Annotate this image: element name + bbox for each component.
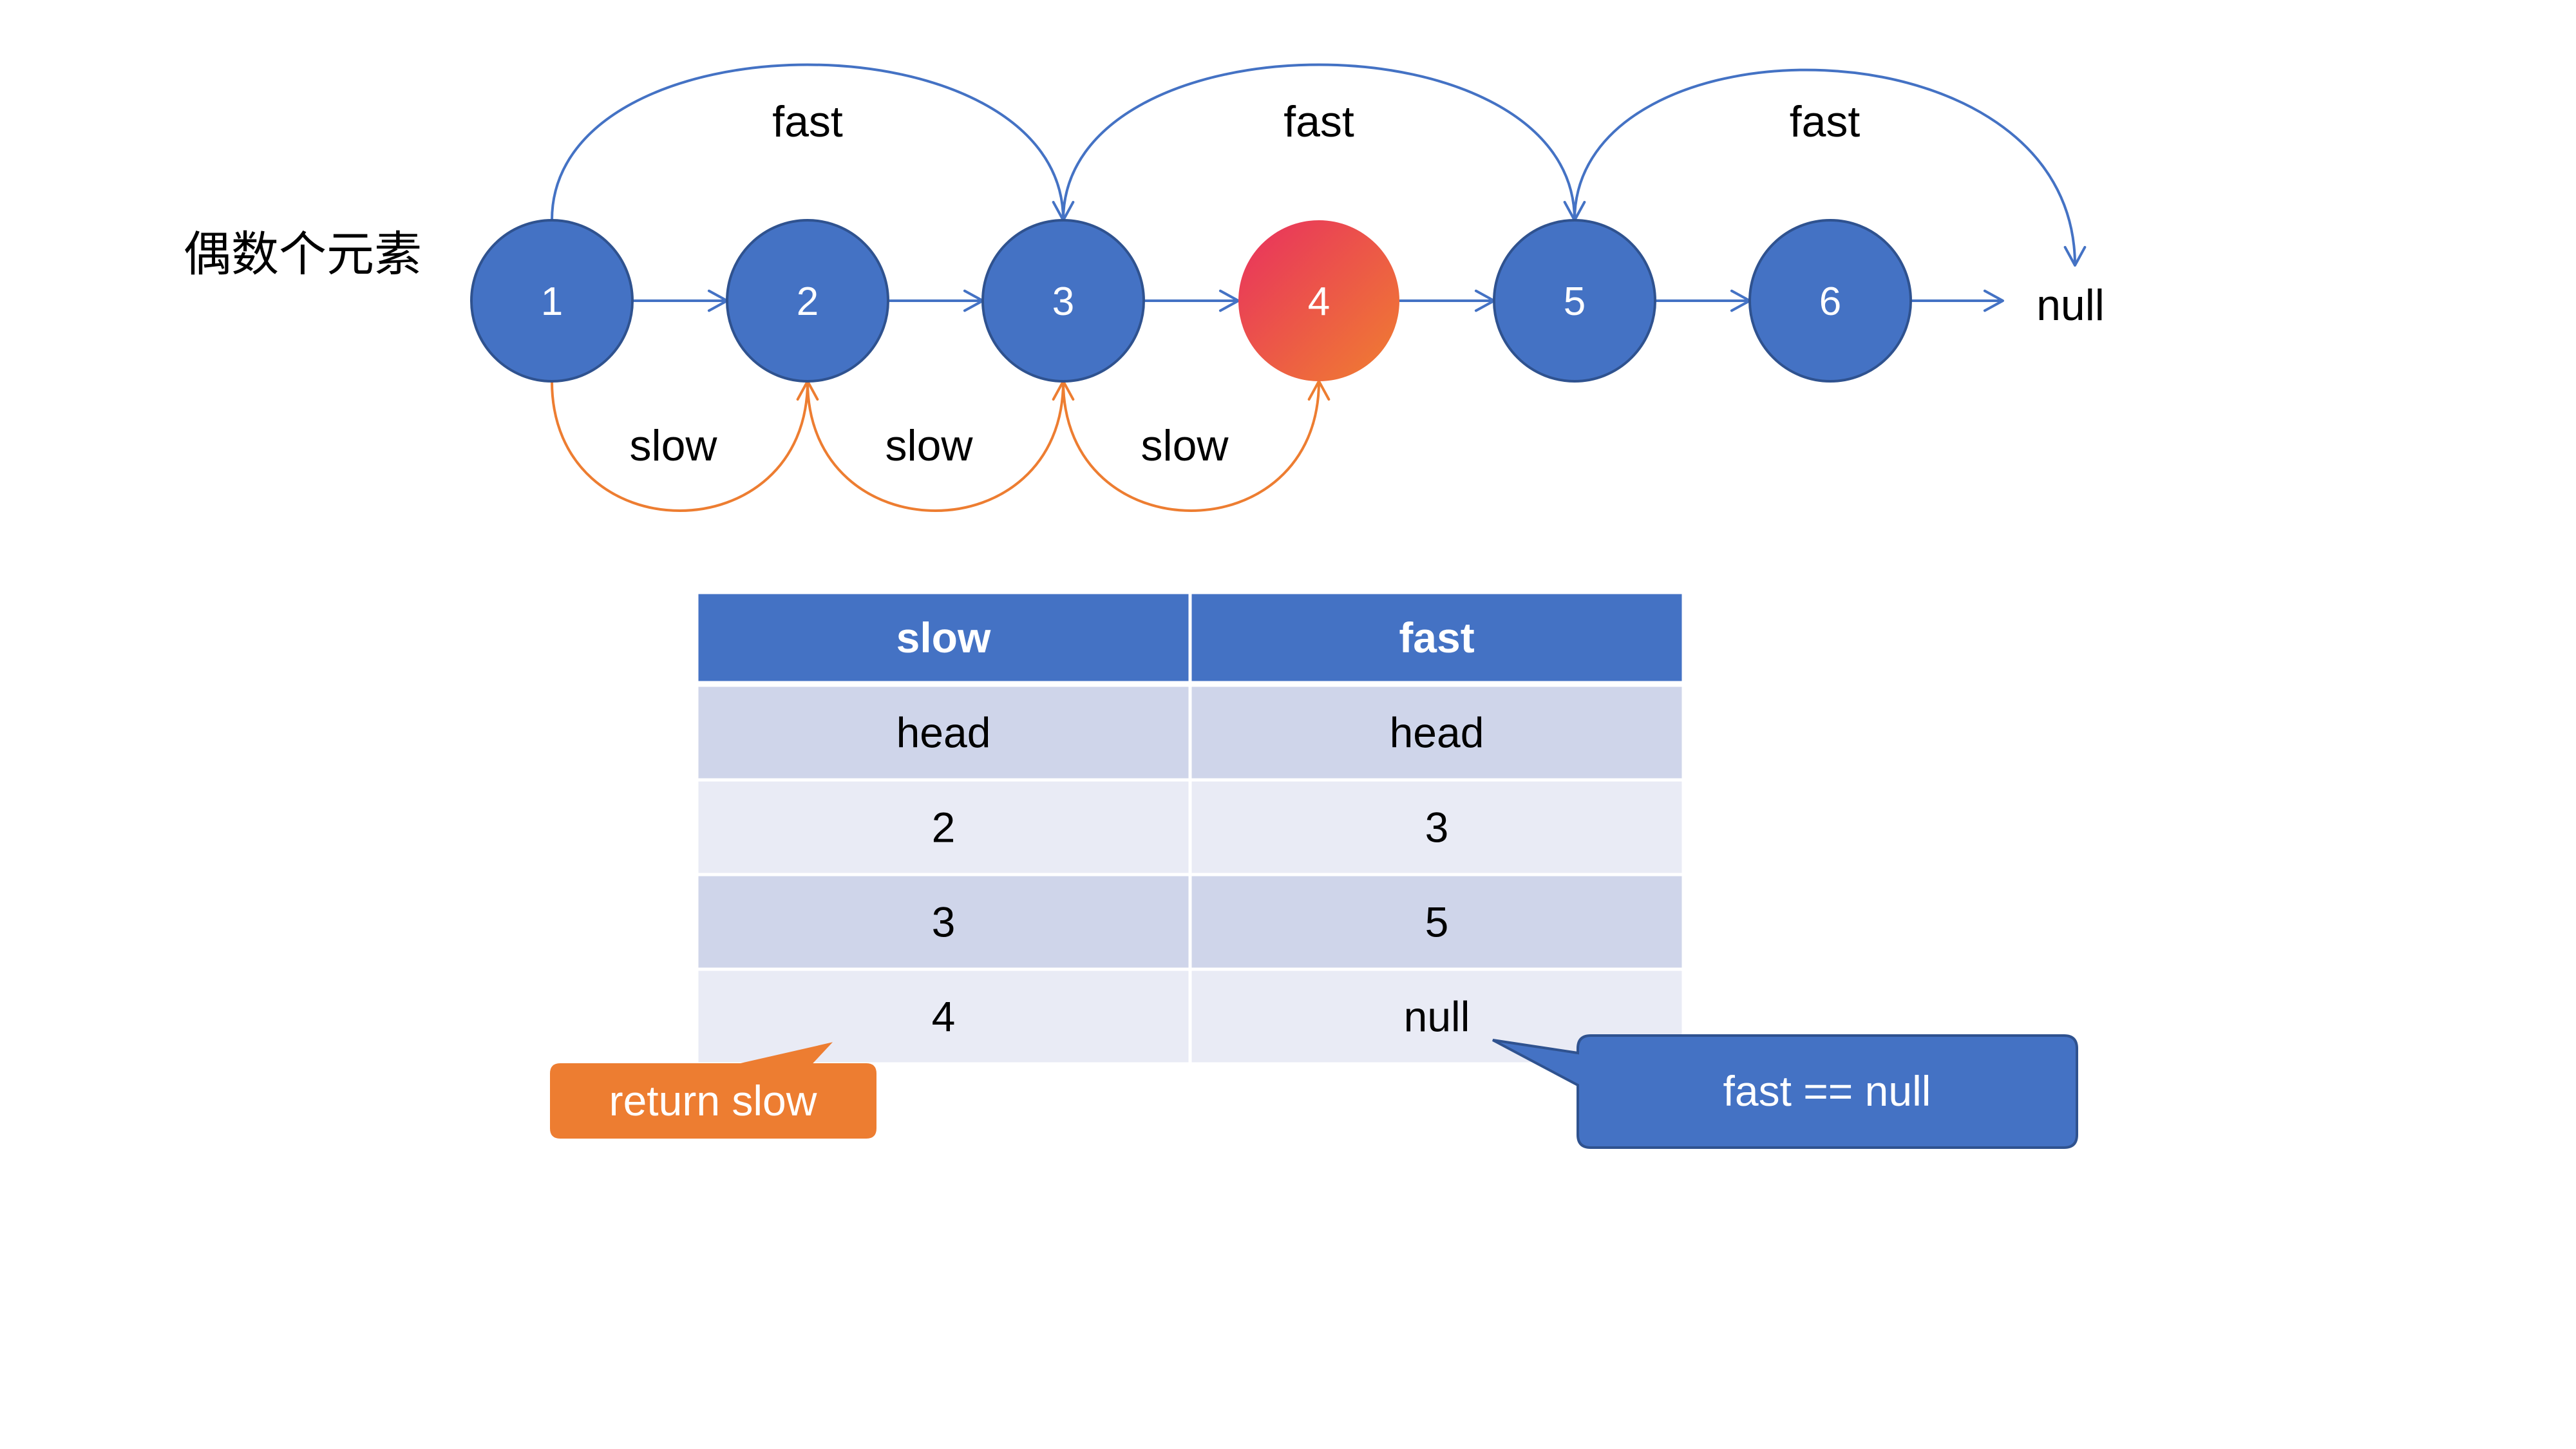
return-slow-callout-shape — [550, 1042, 876, 1139]
table-header-cell — [695, 591, 1192, 685]
node-circle — [1748, 219, 1912, 383]
list-node: 3 — [981, 219, 1145, 383]
node-label: 4 — [1308, 279, 1330, 324]
table-cell — [695, 873, 1192, 971]
slow-arc-label: slow — [629, 421, 717, 470]
table-header-cell — [1188, 591, 1685, 685]
diagram-caption: 偶数个元素 — [184, 227, 422, 282]
table-cell — [1188, 778, 1685, 876]
null-terminal: null — [2036, 281, 2105, 330]
table-cell-text: 5 — [1425, 898, 1449, 946]
node-circle — [470, 219, 634, 383]
table-header-text: fast — [1399, 614, 1474, 661]
list-node: 1 — [470, 219, 634, 383]
slow-arc-label: slow — [885, 421, 973, 470]
slow-arc — [806, 381, 1065, 512]
node-circle — [1493, 219, 1656, 383]
node-label: 1 — [541, 279, 563, 324]
node-label: 2 — [797, 279, 819, 324]
table-header-text: slow — [896, 614, 991, 661]
edge-layer: null — [632, 281, 2105, 330]
node-label: 6 — [1819, 279, 1841, 324]
node-circle — [726, 219, 889, 383]
slow-arc-label: slow — [1141, 421, 1229, 470]
table-cell-text: 3 — [932, 898, 956, 946]
return-slow-callout: return slow — [550, 1042, 876, 1139]
fast-arc-label: fast — [1283, 97, 1354, 146]
table-cell — [1188, 873, 1685, 971]
table-row: head head — [695, 683, 1685, 782]
node-layer: 1 2 3 4 5 6 — [470, 219, 1912, 383]
fast-arc-arrowhead — [2063, 245, 2087, 267]
table-header-row: slow fast — [695, 591, 1685, 685]
table-cell-text: 2 — [932, 804, 956, 851]
fast-null-callout: fast == null — [1492, 1034, 2078, 1149]
node-circle — [981, 219, 1145, 383]
list-node: 6 — [1748, 219, 1912, 383]
fast-arc — [1573, 68, 2076, 266]
table-cell-text: null — [1404, 993, 1470, 1041]
arc-layer: fast fast fast slow slow slow — [551, 63, 2087, 512]
list-node: 5 — [1493, 219, 1656, 383]
node-label: 3 — [1052, 279, 1074, 324]
fast-null-label: fast == null — [1723, 1067, 1931, 1115]
fast-arc-label: fast — [1790, 97, 1861, 146]
table-cell — [1188, 683, 1685, 782]
table-cell — [695, 967, 1192, 1066]
slow-arc — [1062, 381, 1320, 512]
list-node: 4 — [1238, 220, 1399, 381]
fast-null-callout-shape — [1492, 1034, 2078, 1149]
fast-arc — [1062, 63, 1576, 221]
return-slow-label: return slow — [609, 1077, 817, 1124]
table-cell-text: head — [896, 709, 991, 757]
middle-node-circle — [1238, 220, 1399, 381]
fast-arc — [551, 63, 1065, 221]
next-pointer-arrowhead — [1983, 289, 2004, 312]
table-cell-text: head — [1390, 709, 1484, 757]
table-row: 4 null — [695, 967, 1685, 1066]
table-cell-text: 3 — [1425, 804, 1449, 851]
node-label: 5 — [1564, 279, 1586, 324]
slow-arc — [551, 381, 809, 512]
table-cell-text: 4 — [932, 993, 956, 1041]
fast-arc-label: fast — [772, 97, 843, 146]
list-node: 2 — [726, 219, 889, 383]
